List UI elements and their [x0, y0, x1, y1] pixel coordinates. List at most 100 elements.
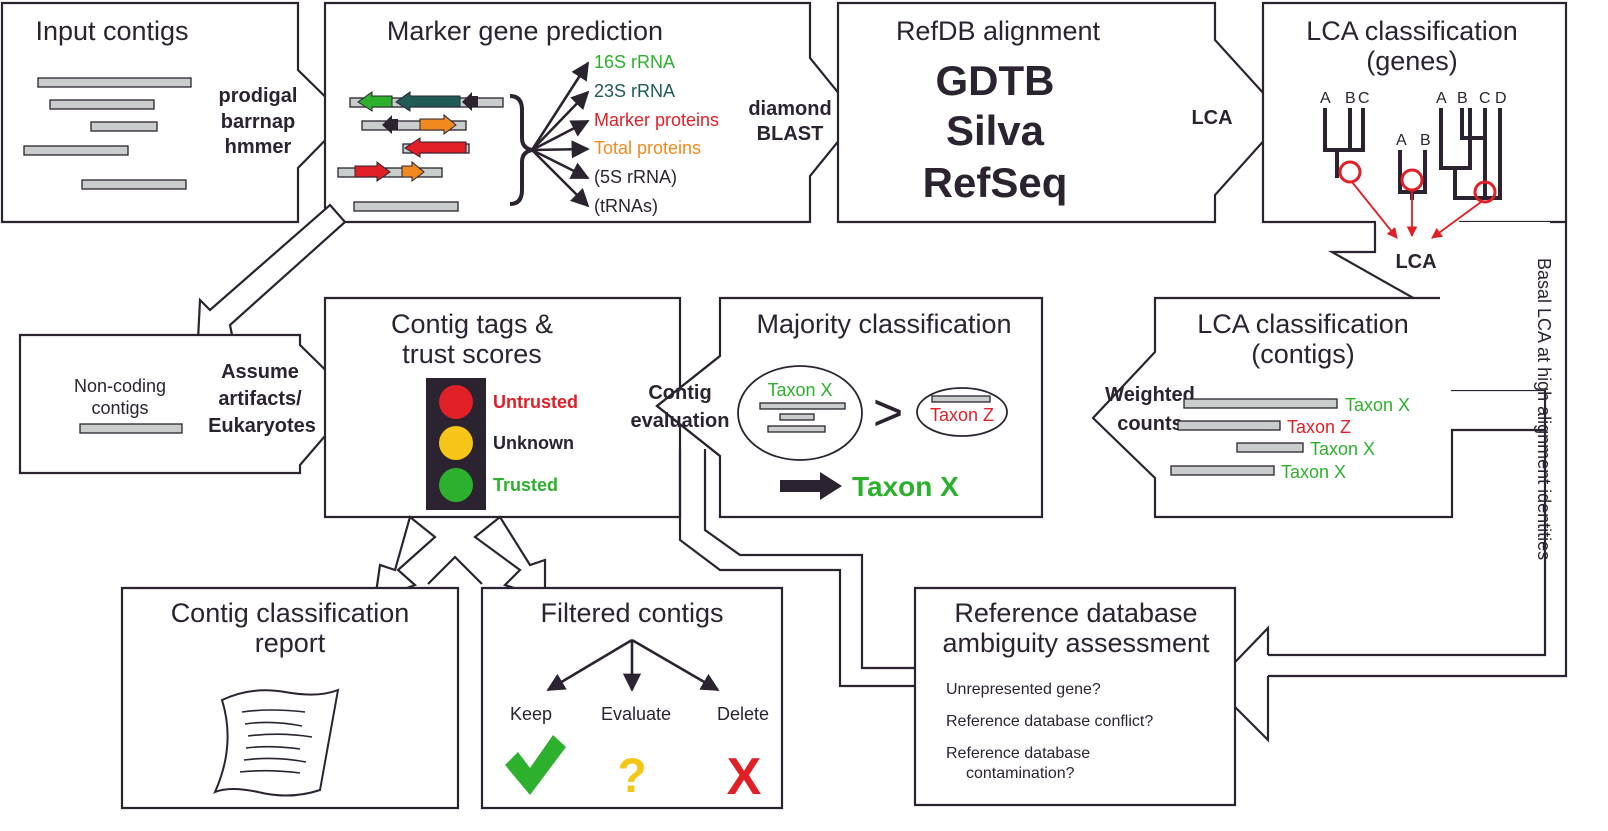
majority-gt: > — [873, 384, 903, 442]
tags-title-2: trust scores — [402, 339, 542, 369]
lca-genes-title-1: LCA classification — [1306, 16, 1518, 46]
noncoding-diagonal-arrow — [196, 203, 347, 352]
gene-orange-arrow-1 — [419, 113, 457, 135]
gene-green-arrow — [357, 91, 393, 112]
assume-label-1: Assume — [221, 361, 299, 383]
refamb-q1: Unrepresented gene? — [946, 681, 1101, 698]
assume-label-2: artifacts/ — [218, 388, 302, 410]
checkmark-icon — [505, 735, 566, 795]
lca-taxon-3: Taxon X — [1310, 439, 1375, 459]
gene-orange-arrow-2 — [401, 160, 425, 182]
majority-right-bar — [931, 395, 991, 403]
input-contig-bars — [23, 77, 192, 190]
basal-lca-label: Basal LCA at high alignment identities — [1534, 258, 1554, 560]
marker-gene-box — [323, 1, 860, 224]
majority-title: Majority classification — [756, 309, 1011, 339]
gene-red-arrow-2 — [354, 160, 391, 182]
refamb-q3-2: contamination? — [966, 765, 1075, 782]
tree1-leaf-a: A — [1320, 90, 1331, 107]
cat-23s: 23S rRNA — [594, 81, 675, 101]
gene-dark-arrow-1 — [462, 92, 478, 111]
label-untrusted: Untrusted — [493, 392, 578, 412]
refdb-lca-label: LCA — [1191, 107, 1232, 129]
tree3-leaf-d: D — [1495, 90, 1507, 107]
tags-title-1: Contig tags & — [391, 309, 553, 339]
gene-tracks — [337, 91, 504, 212]
refamb-title-2: ambiguity assessment — [942, 628, 1210, 658]
cat-total-proteins: Total proteins — [594, 138, 701, 158]
light-green — [439, 468, 473, 502]
refamb-title-1: Reference database — [954, 598, 1197, 628]
label-unknown: Unknown — [493, 433, 574, 453]
gene-teal-arrow — [395, 91, 461, 112]
tree1-leaf-c: C — [1358, 90, 1370, 107]
basal-lca-line-left — [1268, 430, 1547, 657]
lca-contig-bars — [1170, 398, 1338, 476]
lca-node-circles — [1338, 160, 1497, 204]
cat-trnas: (tRNAs) — [594, 196, 658, 216]
tool-diamond: diamond — [748, 98, 831, 120]
counts-label: counts — [1117, 413, 1183, 435]
delete-x-icon: X — [727, 748, 762, 806]
question-icon: ? — [617, 750, 646, 803]
tool-blast: BLAST — [757, 123, 824, 145]
eval-pipe-inner — [703, 449, 915, 670]
assume-label-3: Eukaryotes — [208, 415, 316, 437]
tree3-leaf-a: A — [1436, 90, 1447, 107]
label-trusted: Trusted — [493, 475, 558, 495]
lca-down-label: LCA — [1395, 251, 1436, 273]
filtered-arrows — [546, 638, 720, 692]
basal-lca-line-right — [1268, 222, 1568, 678]
majority-left-taxon: Taxon X — [767, 380, 832, 400]
refamb-box — [913, 586, 1237, 807]
report-document-icon — [213, 688, 340, 797]
db-gdtb: GDTB — [936, 57, 1055, 104]
fan-arrows — [530, 61, 590, 208]
db-silva: Silva — [946, 107, 1045, 154]
eval-pipe-outer — [678, 449, 915, 688]
marker-title: Marker gene prediction — [387, 16, 663, 46]
light-red — [439, 385, 473, 419]
tree3-leaf-b: B — [1457, 90, 1468, 107]
report-title-2: report — [255, 628, 326, 658]
basal-lca-path — [1440, 222, 1550, 390]
tree3-leaf-c: C — [1479, 90, 1491, 107]
tree1-leaf-b: B — [1345, 90, 1356, 107]
input-title: Input contigs — [35, 16, 188, 46]
tool-hmmer: hmmer — [225, 136, 292, 158]
filtered-title: Filtered contigs — [540, 598, 723, 628]
noncoding-box — [18, 333, 358, 475]
lca-red-arrows — [1351, 181, 1482, 239]
majority-result: Taxon X — [852, 471, 959, 502]
tool-barrnap: barrnap — [221, 111, 295, 133]
noncoding-label-2: contigs — [91, 398, 148, 418]
gene-dark-arrow-2 — [382, 115, 398, 134]
lca-genes-title-2: (genes) — [1366, 46, 1458, 76]
light-yellow — [439, 426, 473, 460]
refamb-q2: Reference database conflict? — [946, 713, 1153, 730]
tree-leaf-labels: A B C A B A B C D — [1320, 90, 1507, 149]
cat-5s: (5S rRNA) — [594, 167, 677, 187]
option-delete: Delete — [717, 704, 769, 724]
split-notch — [427, 555, 483, 585]
refdb-box — [836, 1, 1287, 224]
tree2-leaf-b: B — [1420, 132, 1431, 149]
refdb-title: RefDB alignment — [896, 16, 1101, 46]
lca-taxon-2: Taxon Z — [1287, 417, 1351, 437]
noncoding-bar — [79, 423, 183, 434]
majority-left-ellipse — [737, 365, 863, 461]
contig-eval-label-1: Contig — [648, 382, 711, 404]
tool-prodigal: prodigal — [219, 85, 298, 107]
option-evaluate: Evaluate — [601, 704, 671, 724]
gene-red-arrow-1 — [404, 137, 467, 158]
split-arrow-right — [473, 515, 547, 600]
lca-contigs-title-1: LCA classification — [1197, 309, 1409, 339]
lca-taxon-4: Taxon X — [1281, 462, 1346, 482]
cat-marker-proteins: Marker proteins — [594, 110, 719, 130]
lca-taxon-1: Taxon X — [1345, 395, 1410, 415]
tree2-leaf-a: A — [1396, 132, 1407, 149]
noncoding-label-1: Non-coding — [74, 376, 166, 396]
cat-16s: 16S rRNA — [594, 52, 675, 72]
